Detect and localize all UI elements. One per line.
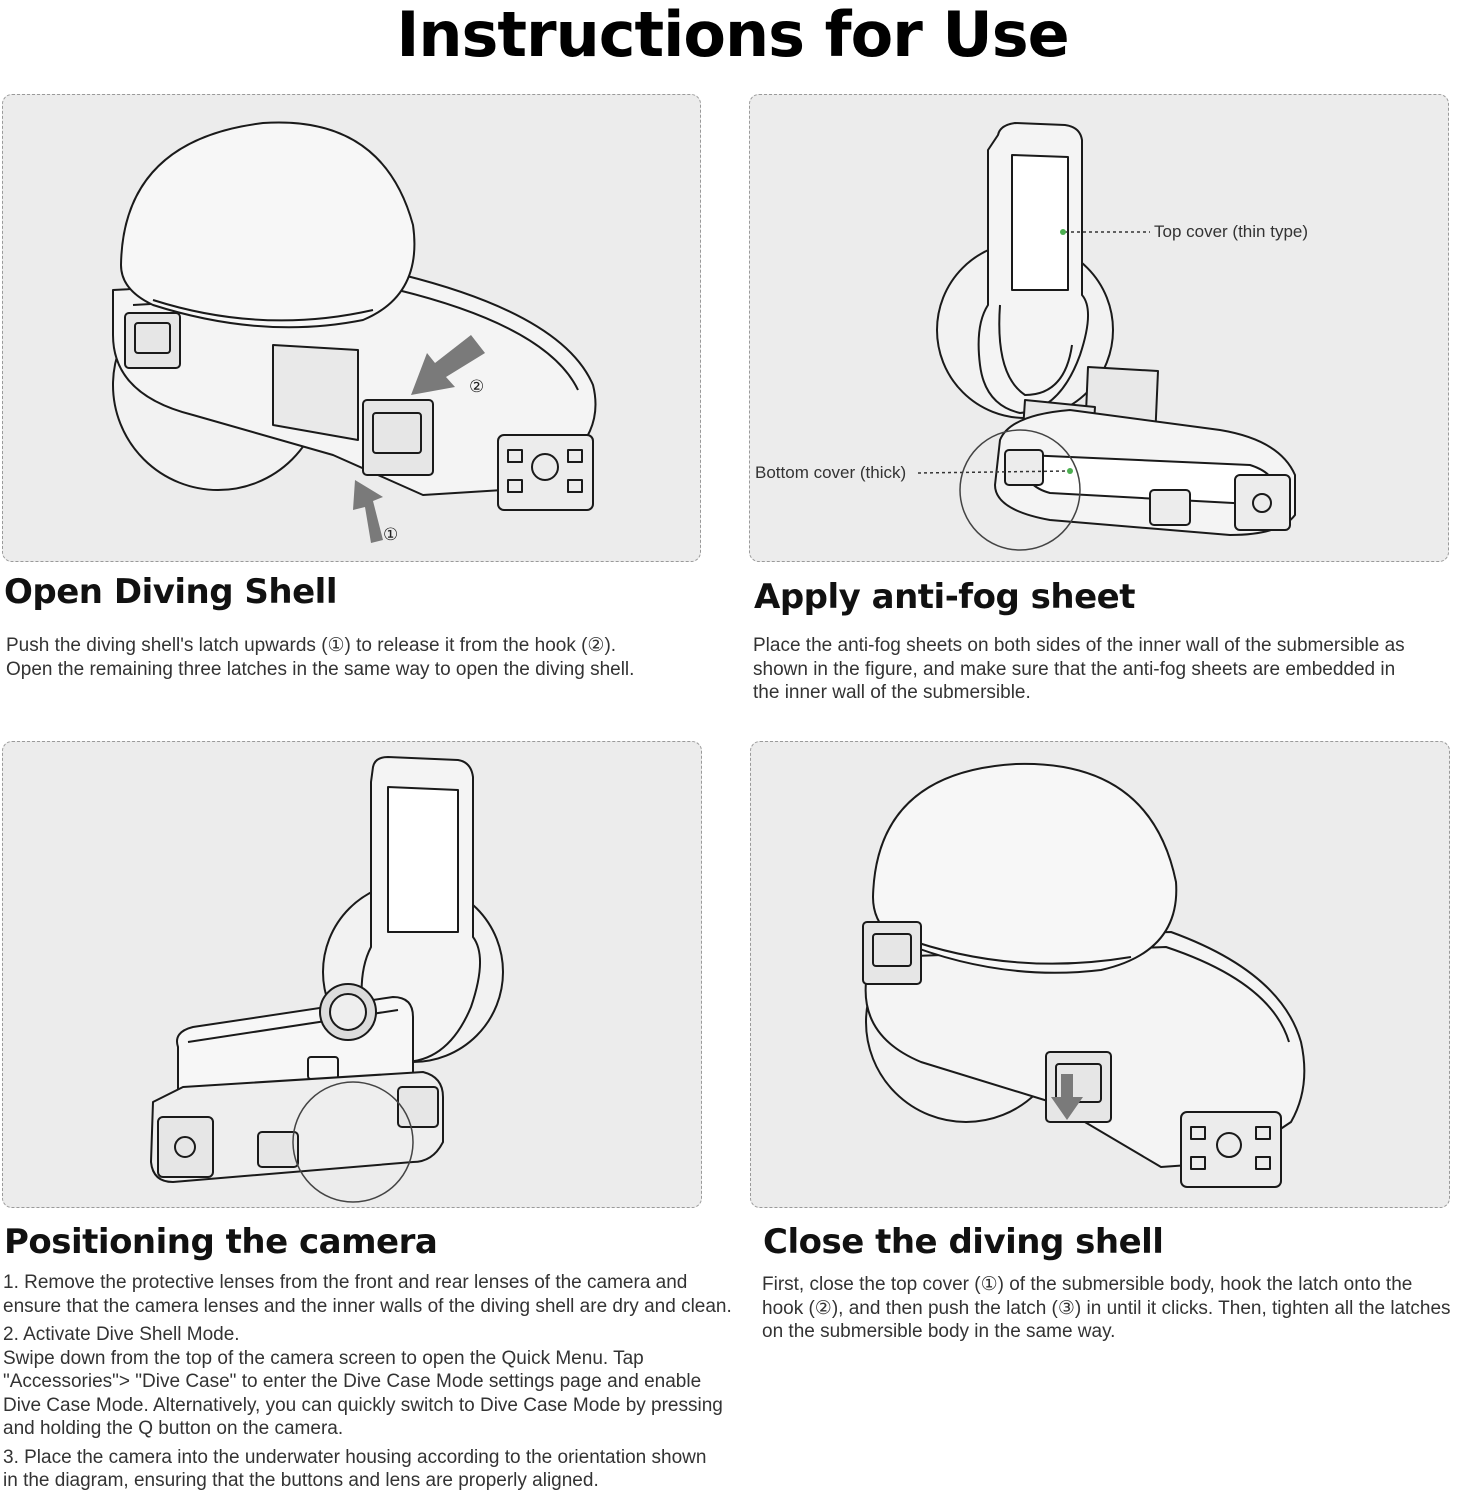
step-3-line: 2. Activate Dive Shell Mode. (3, 1324, 240, 1345)
callout-top-cover: Top cover (thin type) (1154, 222, 1309, 241)
step-1-line: Push the diving shell's latch upwards (①… (6, 635, 617, 656)
marker-latch: ① (383, 525, 399, 545)
step-4-line: on the submersible body in the same way. (762, 1321, 1116, 1342)
step-3-illustration-panel (2, 741, 702, 1208)
step-4-line: First, close the top cover (①) of the su… (762, 1274, 1413, 1295)
step-3-line: 3. Place the camera into the underwater … (3, 1446, 707, 1468)
step-2-illustration-panel: Top cover (thin type) Bottom cover (thic… (749, 94, 1449, 562)
step-3-description: 1. Remove the protective lenses from the… (3, 1271, 732, 1493)
step-3-line: Swipe down from the top of the camera sc… (3, 1347, 644, 1369)
page-title: Instructions for Use (396, 0, 1069, 71)
step-3-line: Dive Case Mode. Alternatively, you can q… (3, 1394, 723, 1416)
step-1-illustration-panel: ② ① (2, 94, 701, 562)
step-3-line: ensure that the camera lenses and the in… (3, 1295, 732, 1317)
diving-shell-closing-illustration (862, 762, 1306, 1188)
step-2-heading: Apply anti-fog sheet (754, 577, 1135, 617)
step-3-line: 1. Remove the protective lenses from the… (3, 1272, 688, 1293)
step-3-line: and holding the Q button on the camera. (3, 1418, 344, 1439)
step-1-description: Push the diving shell's latch upwards (①… (6, 634, 634, 681)
callout-bottom-cover: Bottom cover (thick) (755, 463, 907, 482)
step-2-description: Place the anti-fog sheets on both sides … (753, 634, 1405, 705)
step-3-heading: Positioning the camera (4, 1222, 438, 1262)
step-4-heading: Close the diving shell (763, 1222, 1164, 1262)
camera-positioning-illustration (150, 756, 504, 1203)
step-4-illustration-panel (750, 741, 1450, 1208)
step-4-line: hook (②), and then push the latch (③) in… (762, 1297, 1451, 1319)
marker-hook: ② (469, 377, 485, 397)
diving-shell-closed-illustration (112, 121, 597, 543)
step-1-line: Open the remaining three latches in the … (6, 658, 635, 680)
step-1-heading: Open Diving Shell (4, 572, 337, 612)
step-2-line: shown in the figure, and make sure that … (753, 658, 1396, 680)
step-3-line: "Accessories"> "Dive Case" to enter the … (3, 1371, 702, 1392)
step-2-line: the inner wall of the submersible. (753, 682, 1031, 703)
anti-fog-sheet-illustration (917, 122, 1296, 551)
step-4-description: First, close the top cover (①) of the su… (762, 1273, 1451, 1344)
step-2-line: Place the anti-fog sheets on both sides … (753, 635, 1405, 656)
step-3-line: in the diagram, ensuring that the button… (3, 1470, 599, 1491)
